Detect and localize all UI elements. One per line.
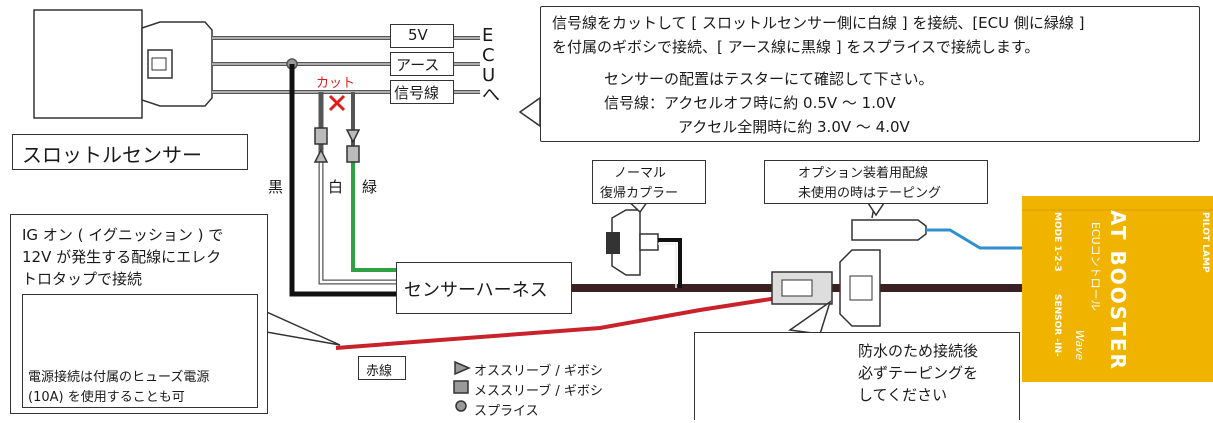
- legend-female-icon: [453, 380, 469, 394]
- cut-mark: [328, 94, 346, 112]
- option-wire-plug: [851, 219, 927, 241]
- legend-female: メススリーブ / ギボシ: [474, 384, 603, 399]
- white-wire-label: 白: [328, 178, 344, 196]
- instruction-line-5: アクセル全開時に約 3.0V ～ 4.0V: [678, 118, 910, 136]
- legend-splice-icon: [455, 400, 467, 412]
- normal-coupler-body: [611, 209, 641, 276]
- black-wire: [289, 64, 400, 297]
- green-wire: [351, 162, 400, 272]
- legend-male-icon: [454, 360, 471, 376]
- instruction-line-4: 信号線：アクセルオフ時に約 0.5V ～ 1.0V: [604, 94, 896, 112]
- ig-line-2: 12V が発生する配線にエレク: [22, 248, 222, 266]
- label-ecu-vertical: ECUへ: [482, 25, 500, 106]
- device-sensor: SENSOR -IN-: [1052, 294, 1062, 357]
- throttle-label-box: [12, 134, 248, 170]
- sensor-harness-label: センサーハーネス: [404, 280, 548, 301]
- power-line-1: 電源接続は付属のヒューズ電源: [28, 370, 210, 385]
- cut-label: カット: [316, 76, 356, 91]
- instruction-line-2: を付属のギボシで接続、[ アース線に黒線 ] をスプライスで接続します。: [552, 38, 1040, 56]
- ig-line-1: IG オン ( イグニッション ) で: [22, 226, 224, 244]
- sensor-harness-box: [396, 262, 572, 314]
- throttle-sensor-body: [33, 9, 143, 119]
- power-inner-box: [22, 294, 258, 408]
- waterproof-line-2: 必ずテーピングを: [858, 364, 979, 382]
- option-wiring-label-2: 未使用の時はテーピング: [798, 186, 942, 201]
- instruction-line-1: 信号線をカットして [ スロットルセンサー側に白線 ] を接続、[ECU 側に緑…: [552, 14, 1085, 32]
- legend-splice: スプライス: [474, 404, 539, 419]
- red-wire: [335, 294, 791, 350]
- waterproof-line-1: 防水のため接続後: [858, 342, 979, 360]
- label-signal-box: [390, 80, 454, 104]
- male-sleeve-white: [313, 148, 329, 163]
- normal-coupler-label-box: [592, 160, 706, 204]
- throttle-label: スロットルセンサー: [22, 143, 202, 167]
- device-pilot: PILOT LAMP: [1200, 212, 1210, 273]
- label-earth: アース: [396, 56, 440, 74]
- label-5v: 5V: [408, 26, 428, 44]
- waterproof-line-3: してください: [858, 386, 948, 404]
- device-sign: Wave: [1073, 330, 1086, 361]
- normal-coupler-label-2: 復帰カプラー: [600, 186, 679, 201]
- power-line-2: (10A) を使用することも可: [28, 390, 185, 405]
- red-wire-label-box: [358, 356, 406, 380]
- label-5v-box: [390, 24, 454, 48]
- instruction-callout-pointer: [518, 96, 541, 128]
- instruction-callout: [540, 6, 1200, 142]
- green-wire-label: 緑: [362, 178, 378, 196]
- red-wire-label: 赤線: [366, 364, 393, 379]
- ig-line-3: トロタップで接続: [22, 270, 143, 288]
- device-sub: ECUコントロール: [1089, 222, 1102, 311]
- black-wire-label: 黒: [268, 178, 284, 196]
- device-brand: AT BOOSTER: [1106, 210, 1130, 371]
- male-sleeve-green: [345, 129, 361, 144]
- option-wiring-label-box: [764, 160, 988, 204]
- normal-coupler-cable: [658, 238, 682, 288]
- label-earth-box: [390, 52, 454, 76]
- option-wiring-label-1: オプション装着用配線: [798, 166, 929, 181]
- female-sleeve-white: [314, 127, 328, 145]
- female-sleeve-green: [346, 145, 360, 163]
- throttle-sensor-connector: [141, 21, 213, 107]
- blue-wire: [926, 228, 1030, 250]
- label-signal: 信号線: [394, 84, 440, 102]
- at-booster-device: [1022, 196, 1213, 382]
- waterproof-callout: [694, 332, 1020, 420]
- device-mode: MODE 1-2-3: [1052, 212, 1062, 272]
- legend-male: オススリーブ / ギボシ: [474, 364, 603, 379]
- waterproof-callout-pointer: [787, 300, 832, 335]
- instruction-line-3: センサーの配置はテスターにて確認して下さい。: [604, 70, 934, 88]
- normal-coupler-label-1: ノーマル: [614, 166, 667, 181]
